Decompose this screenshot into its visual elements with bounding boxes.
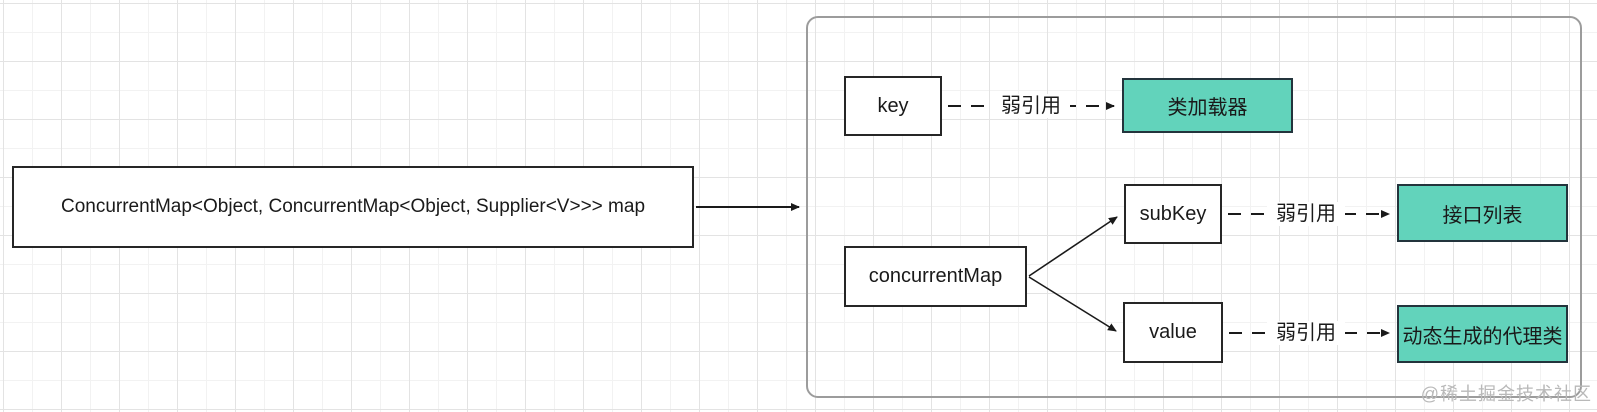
node-concurrent-map: concurrentMap	[844, 246, 1027, 307]
edge-label-weak-ref-value: 弱引用	[1267, 321, 1345, 345]
node-proxy-class: 动态生成的代理类	[1397, 305, 1568, 363]
value-label: value	[1149, 321, 1197, 343]
node-class-loader: 类加载器	[1122, 78, 1293, 133]
node-interface-list: 接口列表	[1397, 184, 1568, 242]
group-frame	[806, 16, 1582, 398]
watermark: @稀土掘金技术社区	[1420, 384, 1592, 404]
proxy-class-label: 动态生成的代理类	[1402, 325, 1563, 348]
node-key: key	[844, 76, 942, 136]
class-loader-label: 类加载器	[1167, 97, 1248, 119]
concurrent-map-label: concurrentMap	[868, 265, 1003, 287]
node-sub-key: subKey	[1124, 184, 1222, 244]
node-map-declaration: ConcurrentMap<Object, ConcurrentMap<Obje…	[12, 166, 694, 248]
key-label: key	[877, 94, 909, 117]
map-declaration-label: ConcurrentMap<Object, ConcurrentMap<Obje…	[60, 196, 646, 217]
edge-label-weak-ref-key: 弱引用	[992, 94, 1070, 118]
interface-list-label: 接口列表	[1442, 204, 1523, 227]
sub-key-label: subKey	[1139, 202, 1207, 225]
edge-label-weak-ref-subkey: 弱引用	[1267, 202, 1345, 226]
node-value: value	[1123, 302, 1223, 363]
